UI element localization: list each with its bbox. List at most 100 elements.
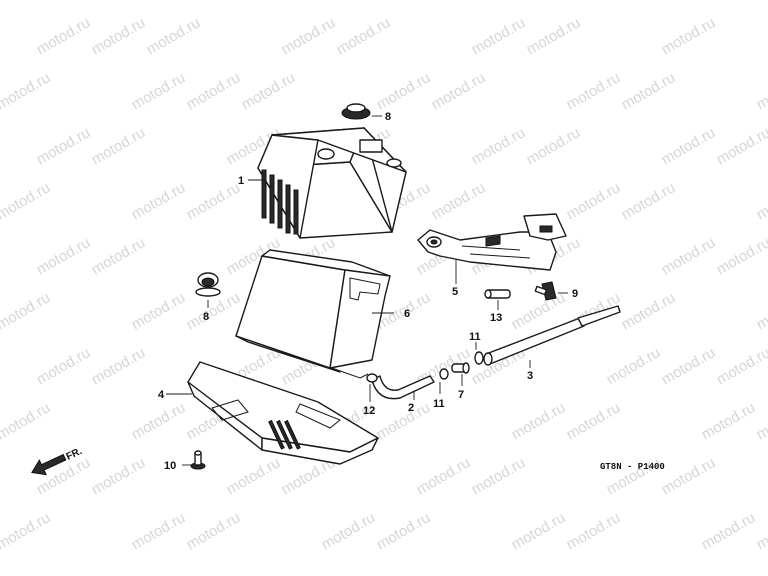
- rubber-cushion-top-drawing: [341, 103, 371, 120]
- hose-clip-upper-drawing: [474, 351, 484, 365]
- watermark-text: motod.ru: [34, 344, 94, 388]
- watermark-text: motod.ru: [754, 69, 768, 113]
- watermark-text: motod.ru: [279, 14, 339, 58]
- watermark-text: motod.ru: [564, 509, 624, 553]
- watermark-text: motod.ru: [659, 14, 719, 58]
- watermark-text: motod.ru: [699, 509, 759, 553]
- front-arrow-icon: [31, 453, 67, 476]
- rubber-cushion-left-drawing: [195, 272, 221, 297]
- watermark-text: motod.ru: [0, 0, 53, 3]
- watermark-text: motod.ru: [129, 509, 189, 553]
- watermark-text: motod.ru: [374, 69, 434, 113]
- watermark-text: motod.ru: [524, 124, 584, 168]
- battery-tray-cover-drawing: [187, 361, 379, 465]
- watermark-text: motod.ru: [714, 234, 768, 278]
- callout-12: 12: [363, 405, 375, 417]
- watermark-text: motod.ru: [509, 399, 569, 443]
- callout-11-upper: 11: [469, 331, 481, 343]
- callout-9: 9: [572, 288, 578, 300]
- watermark-text: motod.ru: [469, 14, 529, 58]
- watermark-text: motod.ru: [754, 289, 768, 333]
- watermark-text: motod.ru: [659, 454, 719, 498]
- watermark-text: motod.ru: [524, 14, 584, 58]
- watermark-text: motod.ru: [754, 509, 768, 553]
- watermark-text: motod.ru: [714, 124, 768, 168]
- watermark-text: motod.ru: [89, 124, 149, 168]
- callout-6: 6: [404, 308, 410, 320]
- leader-lines: [166, 115, 568, 466]
- watermark-text: motod.ru: [374, 509, 434, 553]
- watermark-text: motod.ru: [604, 344, 664, 388]
- callout-8-top: 8: [385, 111, 391, 123]
- watermark-text: motod.ru: [0, 289, 53, 333]
- watermark-text: motod.ru: [34, 234, 94, 278]
- watermark-text: motod.ru: [659, 234, 719, 278]
- watermark-text: motod.ru: [619, 179, 679, 223]
- callout-11-lower: 11: [433, 398, 445, 410]
- watermark-text: motod.ru: [564, 0, 624, 3]
- watermark-text: motod.ru: [754, 399, 768, 443]
- watermark-text: motod.ru: [34, 14, 94, 58]
- watermark-text: motod.ru: [334, 14, 394, 58]
- diagram-code: GT8N - P1400: [600, 462, 665, 472]
- watermark-text: motod.ru: [429, 0, 489, 3]
- watermark-text: motod.ru: [239, 69, 299, 113]
- watermark-text: motod.ru: [619, 69, 679, 113]
- watermark-text: motod.ru: [0, 69, 53, 113]
- watermark-text: motod.ru: [89, 14, 149, 58]
- watermark-text: motod.ru: [184, 0, 244, 3]
- drain-tube-drawing: [483, 305, 621, 366]
- watermark-text: motod.ru: [659, 124, 719, 168]
- watermark-text: motod.ru: [239, 0, 299, 3]
- watermark-text: motod.ru: [509, 509, 569, 553]
- watermark-text: motod.ru: [429, 69, 489, 113]
- watermark-text: motod.ru: [754, 179, 768, 223]
- callout-7: 7: [458, 389, 464, 401]
- watermark-text: motod.ru: [714, 344, 768, 388]
- watermark-text: motod.ru: [564, 179, 624, 223]
- battery-drawing: [257, 127, 407, 239]
- watermark-text: motod.ru: [374, 399, 434, 443]
- watermark-text: motod.ru: [0, 399, 53, 443]
- watermark-text: motod.ru: [184, 179, 244, 223]
- watermark-text: motod.ru: [184, 509, 244, 553]
- watermark-text: motod.ru: [604, 454, 664, 498]
- callout-4: 4: [158, 389, 165, 401]
- watermark-text: motod.ru: [49, 0, 109, 3]
- callout-8-left: 8: [203, 311, 209, 323]
- watermark-text: motod.ru: [89, 454, 149, 498]
- watermark-text: motod.ru: [129, 399, 189, 443]
- watermark-text: motod.ru: [144, 14, 204, 58]
- watermark-text: motod.ru: [129, 179, 189, 223]
- watermark-text: motod.ru: [129, 69, 189, 113]
- clip-drawing: [366, 373, 378, 383]
- watermark-text: motod.ru: [659, 344, 719, 388]
- watermark-text: motod.ru: [619, 289, 679, 333]
- watermark-text: motod.ru: [0, 179, 53, 223]
- watermark-text: motod.ru: [564, 399, 624, 443]
- callout-2: 2: [408, 402, 414, 414]
- callout-5: 5: [452, 286, 458, 298]
- breather-tube-drawing: [371, 375, 435, 400]
- screw-drawing: [190, 450, 206, 470]
- callout-3: 3: [527, 370, 533, 382]
- watermark-text: motod.ru: [469, 124, 529, 168]
- tube-joint-drawing: [451, 362, 470, 374]
- watermark-text: motod.ru: [429, 179, 489, 223]
- watermark-text: motod.ru: [0, 509, 53, 553]
- watermark-text: motod.ru: [224, 454, 284, 498]
- watermark-text: motod.ru: [129, 289, 189, 333]
- callout-labels: 1 2 3 4 5 6 7 8 8 9 10 11 11 12 13: [158, 111, 578, 472]
- watermark-text: motod.ru: [89, 344, 149, 388]
- bolt-drawing: [534, 281, 557, 301]
- watermark-text: motod.ru: [319, 509, 379, 553]
- watermark-text: motod.ru: [469, 454, 529, 498]
- callout-13: 13: [490, 312, 502, 324]
- callout-10: 10: [164, 460, 176, 472]
- watermark-text: motod.ru: [34, 124, 94, 168]
- watermark-text: motod.ru: [564, 69, 624, 113]
- watermark-text: motod.ru: [374, 0, 434, 3]
- hose-clip-lower-drawing: [439, 368, 449, 380]
- battery-case-drawing: [235, 249, 391, 379]
